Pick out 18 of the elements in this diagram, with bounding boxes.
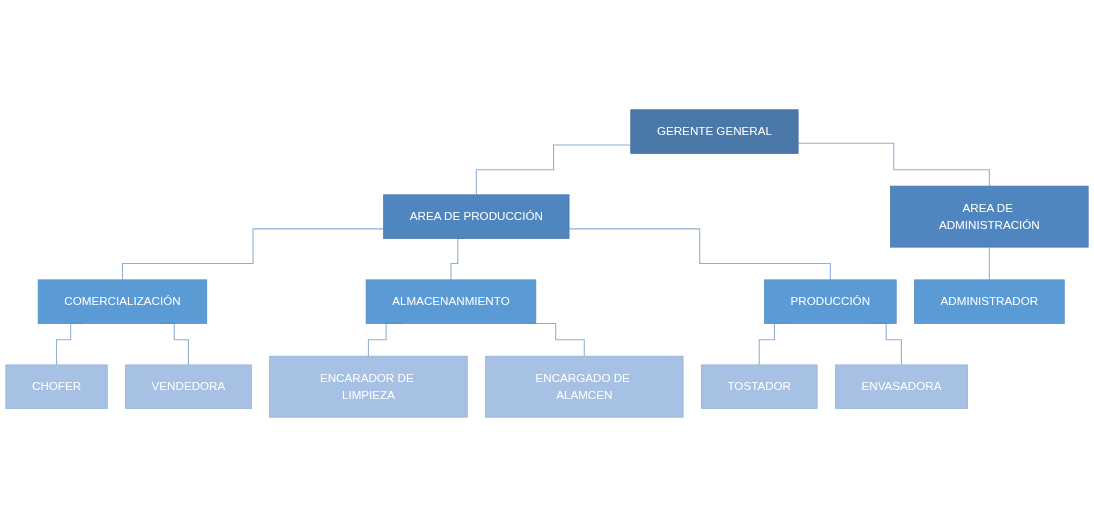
node-box: AREA DE ADMINISTRACIÓN	[890, 185, 1089, 248]
node-box: TOSTADOR	[700, 364, 818, 409]
node-box: CHOFER	[5, 364, 108, 409]
node-box: ENVASADORA	[834, 364, 968, 409]
connector	[121, 228, 385, 281]
node-box: COMERCIALIZACIÓN	[37, 279, 208, 324]
node-box: GERENTE GENERAL	[630, 109, 799, 154]
node-box: ENCARADOR DE LIMPIEZA	[269, 355, 468, 418]
connector	[568, 228, 831, 281]
connector	[988, 246, 990, 281]
node-box: ENCARGADO DE ALAMCEN	[485, 355, 684, 418]
node-box: VENDEDORA	[125, 364, 252, 409]
connector	[475, 144, 632, 196]
node-box: ADMINISTRADOR	[914, 279, 1065, 324]
node-box: ALMACENANMIENTO	[365, 279, 537, 324]
node-box: PRODUCCIÓN	[764, 279, 897, 324]
node-box: AREA DE PRODUCCIÓN	[383, 194, 570, 239]
connector	[797, 142, 990, 187]
